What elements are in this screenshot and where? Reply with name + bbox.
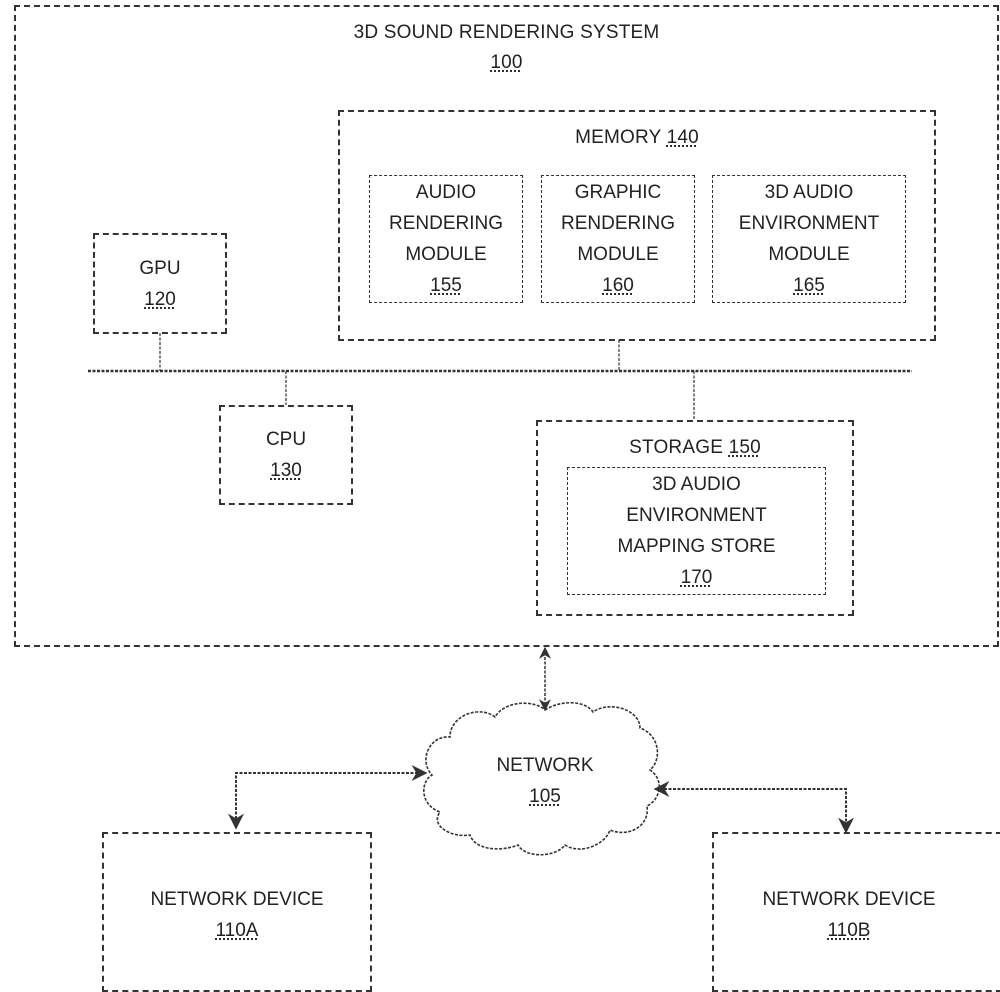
gpu-box: GPU 120 bbox=[93, 233, 227, 334]
module-line: GRAPHIC bbox=[574, 182, 662, 203]
network-label: NETWORK bbox=[496, 755, 594, 776]
module-line: AUDIO bbox=[415, 182, 477, 203]
device-b-network-arrow bbox=[653, 781, 854, 834]
device-b-label: NETWORK DEVICE bbox=[762, 889, 936, 910]
device-a-ref: 110A bbox=[215, 920, 259, 941]
store-line: ENVIRONMENT bbox=[626, 505, 767, 526]
module-line: MODULE bbox=[577, 244, 659, 265]
device-a-label: NETWORK DEVICE bbox=[150, 889, 324, 910]
cpu-ref: 130 bbox=[270, 460, 302, 481]
module-line: MODULE bbox=[768, 244, 850, 265]
mapping-store-box: 3D AUDIO ENVIRONMENT MAPPING STORE 170 bbox=[567, 467, 826, 595]
memory-title: MEMORY 140 bbox=[340, 122, 934, 153]
network-cloud-shape bbox=[423, 701, 660, 856]
cpu-label: CPU bbox=[265, 429, 307, 450]
network-cloud: NETWORK 105 bbox=[460, 748, 630, 814]
network-device-a-box: NETWORK DEVICE 110A bbox=[102, 832, 372, 992]
storage-box: STORAGE 150 bbox=[536, 420, 854, 616]
module-line: RENDERING bbox=[388, 213, 503, 234]
memory-label: MEMORY bbox=[575, 127, 662, 148]
device-b-ref: 110B bbox=[827, 920, 871, 941]
3d-audio-environment-module-box: 3D AUDIO ENVIRONMENT MODULE 165 bbox=[712, 175, 906, 303]
module-line: ENVIRONMENT bbox=[738, 213, 880, 234]
system-ref: 100 bbox=[16, 47, 997, 78]
store-ref: 170 bbox=[680, 567, 713, 588]
module-ref: 165 bbox=[793, 275, 825, 296]
storage-title: STORAGE 150 bbox=[538, 432, 852, 463]
audio-rendering-module-box: AUDIO RENDERING MODULE 155 bbox=[369, 175, 523, 303]
system-title-text: 3D SOUND RENDERING SYSTEM bbox=[353, 22, 660, 43]
gpu-label: GPU bbox=[139, 257, 181, 279]
device-a-network-arrow bbox=[228, 765, 428, 830]
graphic-rendering-module-box: GRAPHIC RENDERING MODULE 160 bbox=[541, 175, 695, 303]
cpu-box: CPU 130 bbox=[219, 405, 353, 505]
gpu-ref: 120 bbox=[144, 288, 176, 310]
store-line: 3D AUDIO bbox=[652, 474, 741, 495]
module-line: 3D AUDIO bbox=[764, 182, 854, 203]
system-title: 3D SOUND RENDERING SYSTEM bbox=[16, 17, 997, 48]
connection-lines bbox=[88, 333, 912, 856]
memory-box: MEMORY 140 bbox=[338, 110, 936, 341]
storage-label: STORAGE bbox=[629, 437, 724, 458]
module-line: MODULE bbox=[405, 244, 487, 265]
store-line: MAPPING STORE bbox=[617, 536, 776, 557]
system-ref-number: 100 bbox=[490, 52, 523, 73]
memory-ref: 140 bbox=[666, 127, 699, 148]
network-ref: 105 bbox=[529, 786, 561, 807]
module-ref: 155 bbox=[430, 275, 462, 296]
network-device-b-box: NETWORK DEVICE 110B bbox=[712, 832, 1000, 992]
sound-rendering-system-box: 3D SOUND RENDERING SYSTEM 100 bbox=[14, 5, 999, 647]
module-ref: 160 bbox=[602, 275, 634, 296]
storage-ref: 150 bbox=[728, 437, 761, 458]
module-line: RENDERING bbox=[560, 213, 675, 234]
